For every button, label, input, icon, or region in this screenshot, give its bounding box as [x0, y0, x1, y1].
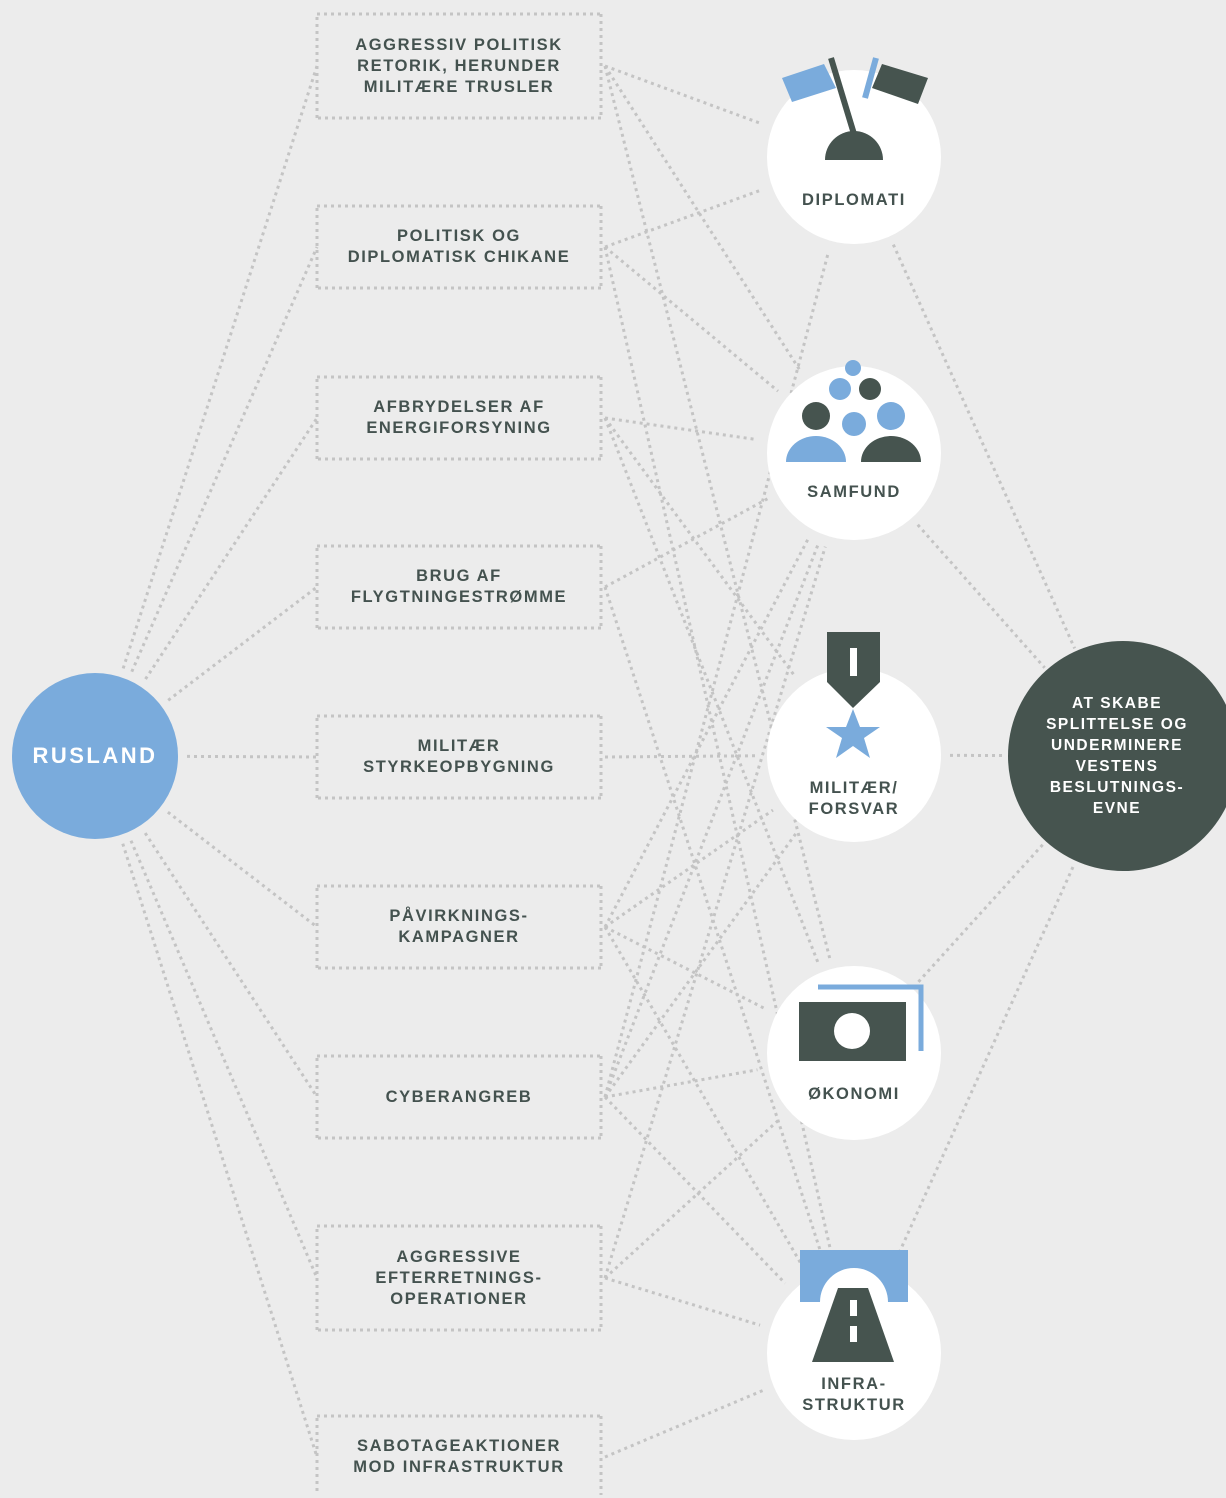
method-aggressive-rhetoric: AGGRESSIV POLITISK RETORIK, HERUNDER MIL… [317, 14, 601, 118]
connector-line [168, 587, 317, 700]
people-icon [770, 350, 940, 470]
origin-label: RUSLAND [32, 743, 157, 769]
connector-line [605, 587, 823, 1260]
origin-node-rusland: RUSLAND [12, 673, 178, 839]
connector-line [605, 247, 778, 391]
target-label: INFRA- STRUKTUR [767, 1374, 941, 1416]
method-refugee-flows: BRUG AF FLYGTNINGESTRØMME [317, 546, 601, 628]
method-intelligence-operations: AGGRESSIVE EFTERRETNINGS- OPERATIONER [317, 1226, 601, 1330]
flags-icon [770, 50, 940, 165]
connector-line [605, 756, 756, 757]
method-label: MILITÆR STYRKEOPBYGNING [363, 736, 555, 778]
connector-line [605, 810, 773, 927]
connector-line [605, 418, 757, 440]
connector-line [132, 247, 317, 672]
method-label: BRUG AF FLYGTNINGESTRØMME [351, 566, 567, 608]
target-label: ØKONOMI [767, 1084, 941, 1105]
banknote-icon [790, 975, 930, 1070]
method-influence-campaigns: PÅVIRKNINGS- KAMPAGNER [317, 886, 601, 968]
connector-line [146, 418, 317, 679]
method-label: AFBRYDELSER AF ENERGIFORSYNING [366, 397, 551, 439]
method-sabotage: SABOTAGEAKTIONER MOD INFRASTRUKTUR [317, 1416, 601, 1498]
goal-node: AT SKABE SPLITTELSE OG UNDERMINERE VESTE… [1008, 641, 1226, 871]
method-label: AGGRESSIVE EFTERRETNINGS- OPERATIONER [375, 1247, 542, 1310]
connector-line [605, 1278, 760, 1325]
method-label: AGGRESSIV POLITISK RETORIK, HERUNDER MIL… [355, 35, 563, 98]
connector-line [918, 843, 1043, 981]
method-label: CYBERANGREB [386, 1087, 533, 1108]
connector-line [168, 812, 317, 927]
target-label: DIPLOMATI [767, 190, 941, 211]
connector-line [605, 927, 766, 1009]
method-energy-disruption: AFBRYDELSER AF ENERGIFORSYNING [317, 377, 601, 459]
connector-line [187, 756, 317, 757]
road-bridge-icon [790, 1240, 920, 1370]
connector-line [605, 1390, 763, 1457]
connector-line [605, 190, 762, 247]
goal-label: AT SKABE SPLITTELSE OG UNDERMINERE VESTE… [1046, 693, 1188, 819]
target-label: MILITÆR/ FORSVAR [767, 778, 941, 820]
connector-line [131, 841, 317, 1278]
method-cyber-attacks: CYBERANGREB [317, 1056, 601, 1138]
connector-line [123, 66, 317, 668]
method-label: POLITISK OG DIPLOMATISK CHIKANE [348, 226, 571, 268]
connector-line [918, 525, 1045, 668]
method-political-harassment: POLITISK OG DIPLOMATISK CHIKANE [317, 206, 601, 288]
method-military-buildup: MILITÆR STYRKEOPBYGNING [317, 716, 601, 798]
connector-line [605, 66, 762, 124]
method-label: PÅVIRKNINGS- KAMPAGNER [389, 906, 528, 948]
medal-icon [800, 630, 910, 770]
connector-line [123, 844, 317, 1457]
target-label: SAMFUND [767, 482, 941, 503]
connector-line [605, 1070, 757, 1097]
connector-line [605, 1118, 781, 1278]
method-label: SABOTAGEAKTIONER MOD INFRASTRUKTUR [353, 1436, 564, 1478]
connector-line [145, 833, 317, 1097]
